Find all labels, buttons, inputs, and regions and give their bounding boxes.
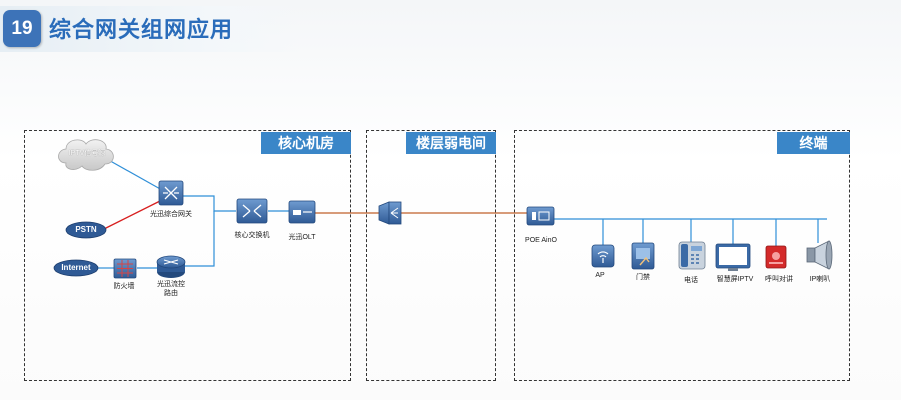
splitter-icon — [378, 201, 402, 225]
links — [98, 157, 827, 269]
zone-floor-closet — [366, 130, 496, 381]
intercom-icon — [765, 245, 787, 269]
label-iptv-source: IPTV信号源 — [68, 150, 106, 157]
link-pstn-gateway — [103, 199, 163, 230]
label-ip-speaker: IP喇叭 — [809, 276, 831, 283]
label-router: 光迅流控 路由 — [157, 281, 185, 297]
zone-terminal — [514, 130, 850, 381]
slide-title: 综合网关组网应用 — [49, 17, 234, 42]
zone-core-room-label: 核心机房 — [261, 132, 351, 154]
access-control-icon — [631, 242, 655, 270]
label-internet: Internet — [61, 263, 91, 272]
cloud-icon — [58, 139, 114, 171]
zone-floor-closet-label: 楼层弱电间 — [406, 132, 496, 154]
label-poe-onu: POE AinO — [525, 237, 557, 244]
link-gateway-core — [182, 195, 236, 212]
label-olt: 光迅OLT — [288, 234, 316, 241]
label-phone: 电话 — [684, 277, 698, 284]
slide-number-badge: 19 — [3, 10, 41, 47]
smart-iptv-icon — [715, 243, 751, 271]
gateway-icon — [158, 180, 184, 206]
zone-core-room — [24, 130, 351, 381]
label-smart-iptv: 智慧屏IPTV — [716, 276, 754, 283]
ip-speaker-icon — [806, 240, 833, 270]
router-icon — [156, 255, 186, 278]
label-core-switch: 核心交换机 — [234, 232, 270, 239]
label-ap: AP — [595, 272, 605, 279]
label-gateway: 光迅综合网关 — [150, 211, 192, 218]
link-router-core — [185, 211, 215, 267]
link-iptv-gateway — [104, 157, 163, 191]
label-intercom: 呼叫对讲 — [765, 276, 793, 283]
internet-cloud-icon — [53, 259, 99, 277]
core-switch-icon — [236, 198, 268, 224]
firewall-icon — [113, 258, 137, 279]
label-firewall: 防火墙 — [113, 283, 135, 290]
pstn-cloud-icon — [65, 221, 107, 239]
zone-terminal-label: 终端 — [777, 132, 850, 154]
olt-icon — [288, 200, 316, 224]
phone-icon — [678, 241, 706, 270]
label-pstn: PSTN — [75, 225, 97, 234]
ap-icon — [591, 244, 615, 268]
label-access-control: 门禁 — [636, 274, 650, 281]
onu-icon — [526, 206, 555, 226]
title-band — [0, 6, 300, 52]
